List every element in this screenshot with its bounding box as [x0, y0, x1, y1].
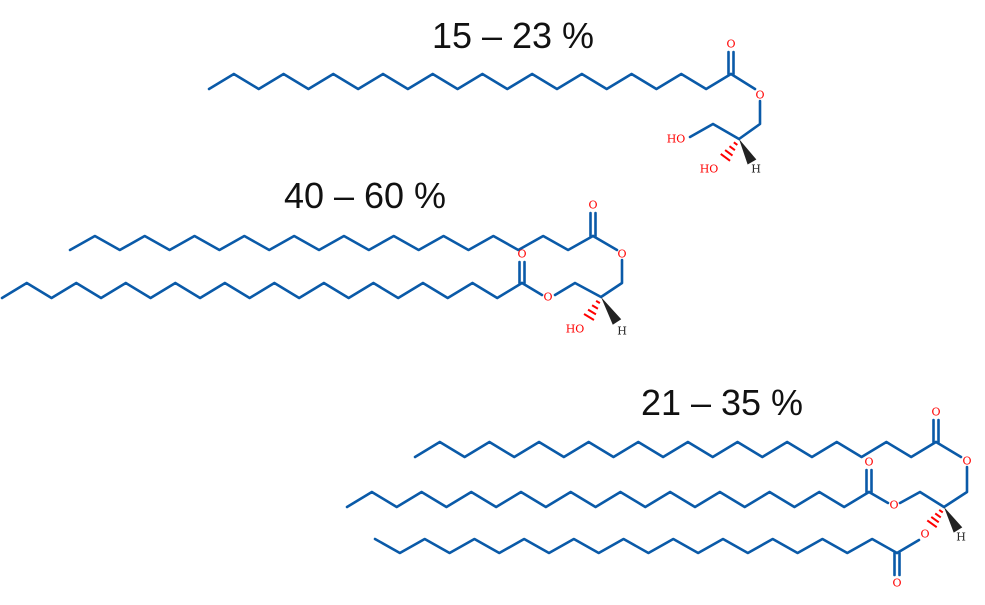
carbonyl-oxygen: O: [726, 38, 735, 51]
ester-bond: [520, 281, 544, 297]
glycerol-backbone: [688, 99, 762, 141]
fatty-acid-chain: [345, 490, 871, 509]
fatty-acid-chain: [68, 234, 595, 252]
ester-bond: [934, 440, 963, 459]
hashed-bond: [934, 512, 942, 519]
wedge-bond: [739, 139, 757, 165]
triglyceride-atoms: O O O O O O H: [864, 406, 971, 590]
ester-oxygen: O: [920, 528, 929, 541]
monoglyceride-atoms: O O HO HO H: [667, 38, 765, 176]
hydrogen-label: H: [956, 531, 966, 544]
hashed-bond: [724, 149, 734, 157]
diglyceride-atoms: O O O O HO H: [517, 199, 626, 338]
hydrogen-label: H: [617, 325, 627, 338]
fatty-acid-chain: [413, 440, 938, 459]
carbonyl-oxygen: O: [588, 199, 597, 212]
hashed-bond: [583, 313, 595, 321]
carbonyl-oxygen: O: [864, 456, 873, 469]
glycerol-backbone: [553, 258, 624, 299]
hydroxyl-label: HO: [667, 133, 686, 146]
ester-oxygen: O: [617, 248, 626, 261]
hashed-bond: [930, 516, 940, 524]
ester-oxygen: O: [889, 499, 898, 512]
hashed-bond: [728, 145, 736, 152]
hydrogen-label: H: [751, 163, 761, 176]
ester-oxygen: O: [962, 455, 971, 468]
wedge-bond: [601, 297, 622, 325]
fatty-acid-chain: [207, 72, 733, 91]
glycerol-backbone: [898, 465, 969, 509]
carbonyl-oxygen: O: [517, 248, 526, 261]
monoglyceride-percent: 15 – 23 %: [432, 15, 594, 56]
hashed-bond: [938, 509, 944, 514]
ester-oxygen: O: [755, 89, 764, 102]
hydroxyl-label: HO: [566, 323, 585, 336]
carbonyl-oxygen: O: [931, 406, 940, 419]
ester-bond: [895, 538, 921, 555]
hashed-bond: [587, 308, 597, 316]
diglyceride-percent: 40 – 60 %: [284, 175, 446, 216]
ester-oxygen: O: [543, 291, 552, 304]
hashed-bond: [720, 153, 731, 162]
ester-bond: [729, 72, 757, 91]
carbonyl-oxygen: O: [892, 577, 901, 590]
wedge-bond: [944, 507, 963, 533]
ester-bond: [867, 490, 890, 505]
ester-bond: [591, 234, 619, 252]
hashed-bond: [926, 519, 938, 528]
hashed-bond: [595, 300, 601, 304]
hydroxyl-label: HO: [700, 163, 719, 176]
hashed-bond: [591, 304, 599, 310]
hashed-bond: [733, 141, 738, 146]
fatty-acid-chain: [373, 537, 899, 555]
fatty-acid-chain: [0, 281, 524, 300]
bond-layer: [0, 50, 969, 577]
triglyceride-percent: 21 – 35 %: [641, 382, 803, 423]
